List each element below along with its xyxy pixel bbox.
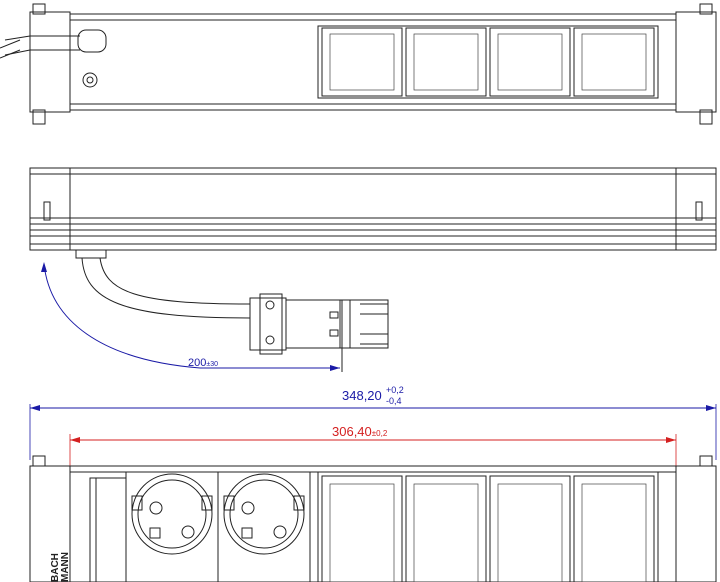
top-module-frames — [317, 25, 659, 99]
inner-length-value: 306,40 — [332, 424, 372, 439]
inner-length-dimension: 306,40±0,2 — [69, 424, 677, 466]
side-view — [29, 167, 717, 319]
overall-length-dimension: 348,20 +0,2 -0,4 — [29, 385, 717, 460]
overall-length-value: 348,20 — [342, 388, 382, 403]
socket-outlet-1 — [125, 471, 219, 582]
overall-length-tol-plus: +0,2 — [386, 385, 404, 395]
cable-length-dimension: 200±30 — [41, 262, 340, 371]
socket-outlet-2 — [217, 471, 311, 582]
cable-length-value: 200 — [188, 357, 206, 369]
overall-length-tol-minus: -0,4 — [386, 396, 402, 406]
top-view — [0, 3, 717, 125]
gst-connector — [249, 293, 389, 372]
svg-text:200±30: 200±30 — [188, 357, 218, 369]
inner-length-tolerance: ±0,2 — [372, 429, 388, 438]
logo-line2: MANN — [60, 552, 71, 582]
cable-length-tolerance: ±30 — [206, 361, 218, 368]
front-view: BACH MANN — [29, 455, 717, 582]
logo-line1: BACH — [50, 553, 61, 582]
svg-text:306,40±0,2: 306,40±0,2 — [332, 424, 388, 439]
front-module-frames — [317, 471, 659, 582]
